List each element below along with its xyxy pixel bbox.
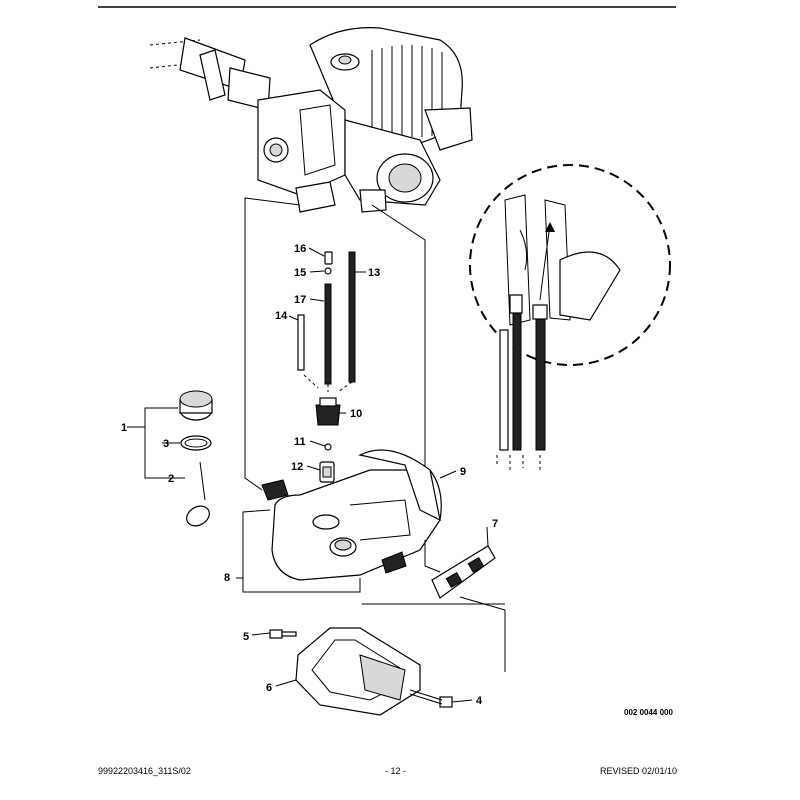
callout-7: 7 — [492, 518, 498, 530]
footer-page-number: - 12 - — [385, 766, 407, 776]
callout-3: 3 — [163, 438, 169, 450]
callout-leaders — [251, 247, 489, 703]
callout-5: 5 — [243, 631, 249, 643]
tank-pad-left — [261, 479, 289, 501]
fuel-lines — [297, 251, 356, 393]
detail-view — [469, 164, 671, 470]
diagram-reference-code: 002 0044 000 — [624, 708, 673, 717]
fuel-filter — [319, 461, 335, 483]
isolator-plate — [431, 545, 496, 599]
tank-pad-right — [381, 551, 407, 574]
callout-15: 15 — [294, 267, 306, 279]
fuel-tank — [271, 449, 442, 581]
engine-assembly — [149, 27, 473, 213]
screw-short — [269, 629, 297, 639]
callout-16: 16 — [294, 243, 306, 255]
footer-document-number: 99922203416_311S/02 — [98, 766, 191, 776]
callout-8: 8 — [224, 572, 230, 584]
cap-retainer — [186, 461, 210, 527]
cap-gasket — [180, 435, 212, 451]
callout-11: 11 — [294, 436, 306, 448]
callout-1: 1 — [121, 422, 127, 434]
callout-2: 2 — [168, 473, 174, 485]
callout-9: 9 — [460, 466, 466, 478]
callout-6: 6 — [266, 682, 272, 694]
callout-12: 12 — [291, 461, 303, 473]
footer-revision-date: REVISED 02/01/10 — [600, 766, 678, 776]
fuel-cap — [179, 390, 213, 421]
callout-4: 4 — [476, 695, 483, 707]
tank-bracket — [295, 627, 421, 716]
assembly-leader-lines — [244, 197, 426, 491]
callout-13: 13 — [368, 267, 380, 279]
o-ring — [324, 443, 332, 451]
callout-17: 17 — [294, 294, 306, 306]
grommet — [315, 397, 341, 426]
callout-10: 10 — [350, 408, 362, 420]
callout-14: 14 — [275, 310, 288, 322]
